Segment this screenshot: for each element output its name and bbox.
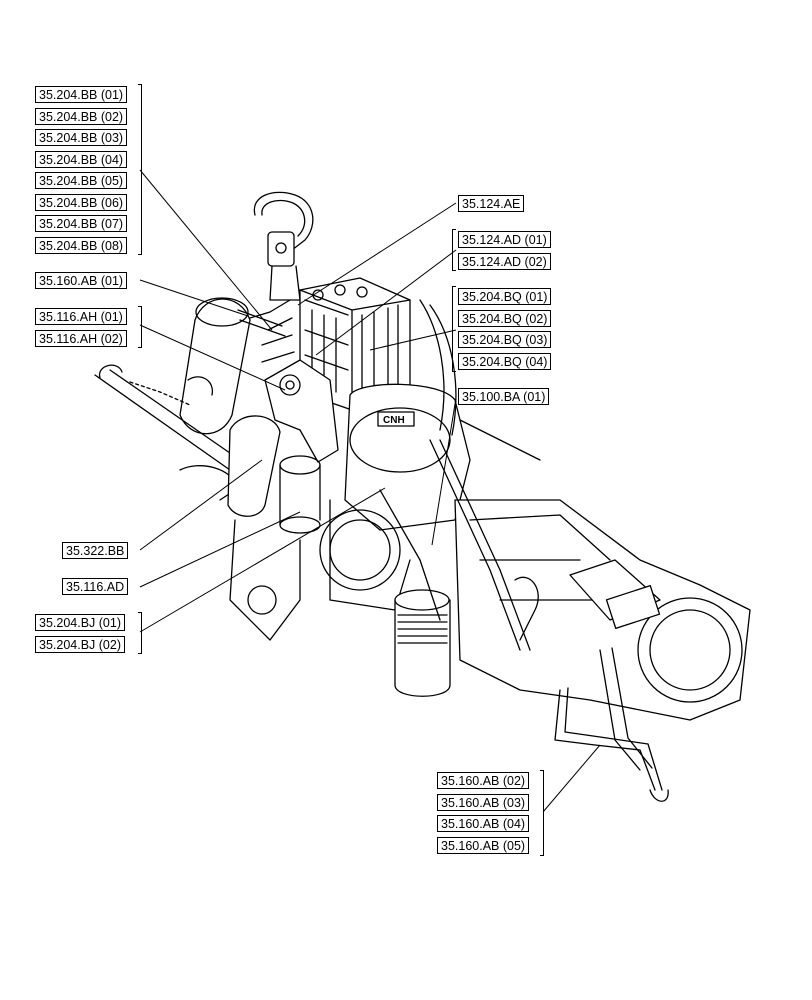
callout-35-160-ab-04[interactable]: 35.160.AB (04) [437,815,530,832]
callout-35-116-ad[interactable]: 35.116.AD [62,578,129,595]
callout-35-124-ae[interactable]: 35.124.AE [458,195,525,212]
callout-bracket [138,612,142,654]
callout-bracket [452,286,456,372]
callout-35-160-ab-03[interactable]: 35.160.AB (03) [437,793,530,811]
lift-cylinder [227,415,321,641]
callout-35-204-bj-02[interactable]: 35.204.BJ (02) [35,635,125,653]
callout-35-204-bq-02[interactable]: 35.204.BQ (02) [458,309,552,327]
lift-linkage [94,359,339,501]
hydraulic-hoses [554,647,669,802]
callout-35-100-ba-01[interactable]: 35.100.BA (01) [458,388,550,405]
callout-bracket [540,770,544,856]
callout-35-116-ah-01[interactable]: 35.116.AH (01) [35,308,127,325]
hydraulic-filter [394,589,451,697]
callout-35-204-bb-06[interactable]: 35.204.BB (06) [35,193,128,211]
callout-35-204-bb-05[interactable]: 35.204.BB (05) [35,172,128,189]
callout-35-160-ab-01[interactable]: 35.160.AB (01) [35,272,128,289]
callout-35-116-ah-02[interactable]: 35.116.AH (02) [35,329,127,347]
callout-35-124-ad-02[interactable]: 35.124.AD (02) [458,252,551,270]
svg-text:CNH: CNH [383,415,405,426]
top-pipes [379,299,541,651]
callout-35-204-bb-03[interactable]: 35.204.BB (03) [35,129,128,146]
callout-35-204-bq-04[interactable]: 35.204.BQ (04) [458,352,552,370]
transmission-housing [454,499,751,721]
callout-35-204-bj-01[interactable]: 35.204.BJ (01) [35,614,125,631]
callout-35-160-ab-02[interactable]: 35.160.AB (02) [437,772,530,789]
callout-35-204-bb-08[interactable]: 35.204.BB (08) [35,236,128,254]
callout-35-124-ad-01[interactable]: 35.124.AD (01) [458,231,551,248]
callout-35-160-ab-05[interactable]: 35.160.AB (05) [437,836,530,854]
callout-35-204-bq-03[interactable]: 35.204.BQ (03) [458,331,552,348]
lifting-eye [253,191,314,301]
leader-lines [139,169,601,813]
hydraulic-cylinder [179,297,286,435]
callout-bracket [138,306,142,348]
rear-axle-housing: CNH [319,383,471,611]
callout-35-322-bb[interactable]: 35.322.BB [62,542,129,559]
callout-bracket [452,229,456,271]
callout-35-204-bb-04[interactable]: 35.204.BB (04) [35,150,128,168]
callout-35-204-bb-01[interactable]: 35.204.BB (01) [35,86,128,103]
callout-35-204-bb-02[interactable]: 35.204.BB (02) [35,107,128,125]
callout-bracket [138,84,142,255]
callout-35-204-bb-07[interactable]: 35.204.BB (07) [35,215,128,232]
callout-35-204-bq-01[interactable]: 35.204.BQ (01) [458,288,552,305]
